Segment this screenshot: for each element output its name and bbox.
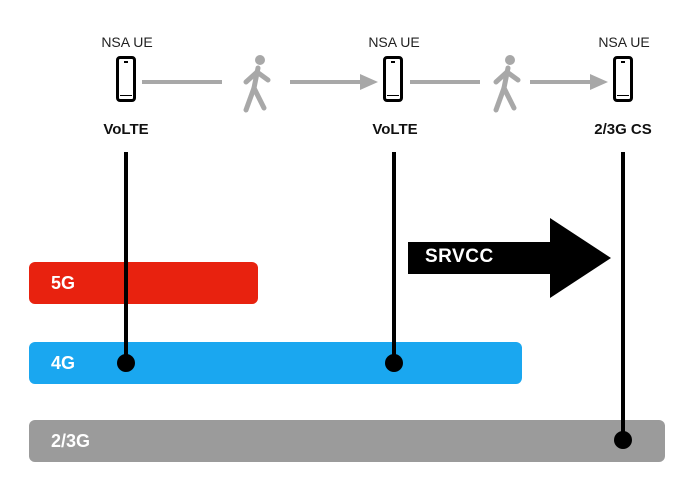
walking-person-icon — [493, 55, 521, 113]
band-5g-label: 5G — [51, 272, 76, 293]
band-4g: 4G — [29, 342, 522, 384]
ue-3-attach-dot — [614, 431, 632, 449]
band-5g: 5G — [29, 262, 258, 304]
srvcc-label: SRVCC — [425, 246, 494, 267]
phone-icon — [613, 56, 633, 102]
ue-3-label: NSA UE — [598, 34, 650, 50]
arrow-head — [360, 74, 378, 90]
band-4g-label: 4G — [51, 352, 76, 373]
ue-2-mode: VoLTE — [372, 121, 418, 138]
ue-1-mode: VoLTE — [103, 121, 149, 138]
movement-arrows — [142, 55, 608, 113]
walking-person-icon — [243, 55, 271, 113]
ue-1-attach-dot — [117, 354, 135, 372]
phone-icon — [116, 56, 136, 102]
band-2-3g-label: 2/3G — [51, 430, 91, 451]
ue-2-attach-dot — [385, 354, 403, 372]
band-2-3g: 2/3G — [29, 420, 665, 462]
phone-icon — [383, 56, 403, 102]
arrow-head — [590, 74, 608, 90]
ue-1-label: NSA UE — [101, 34, 153, 50]
ue-2-drop-line — [392, 152, 396, 362]
srvcc-arrow — [408, 218, 611, 298]
ue-3-mode: 2/3G CS — [594, 121, 652, 138]
ue-3-drop-line — [621, 152, 625, 440]
ue-2-label: NSA UE — [368, 34, 420, 50]
ue-1-drop-line — [124, 152, 128, 362]
